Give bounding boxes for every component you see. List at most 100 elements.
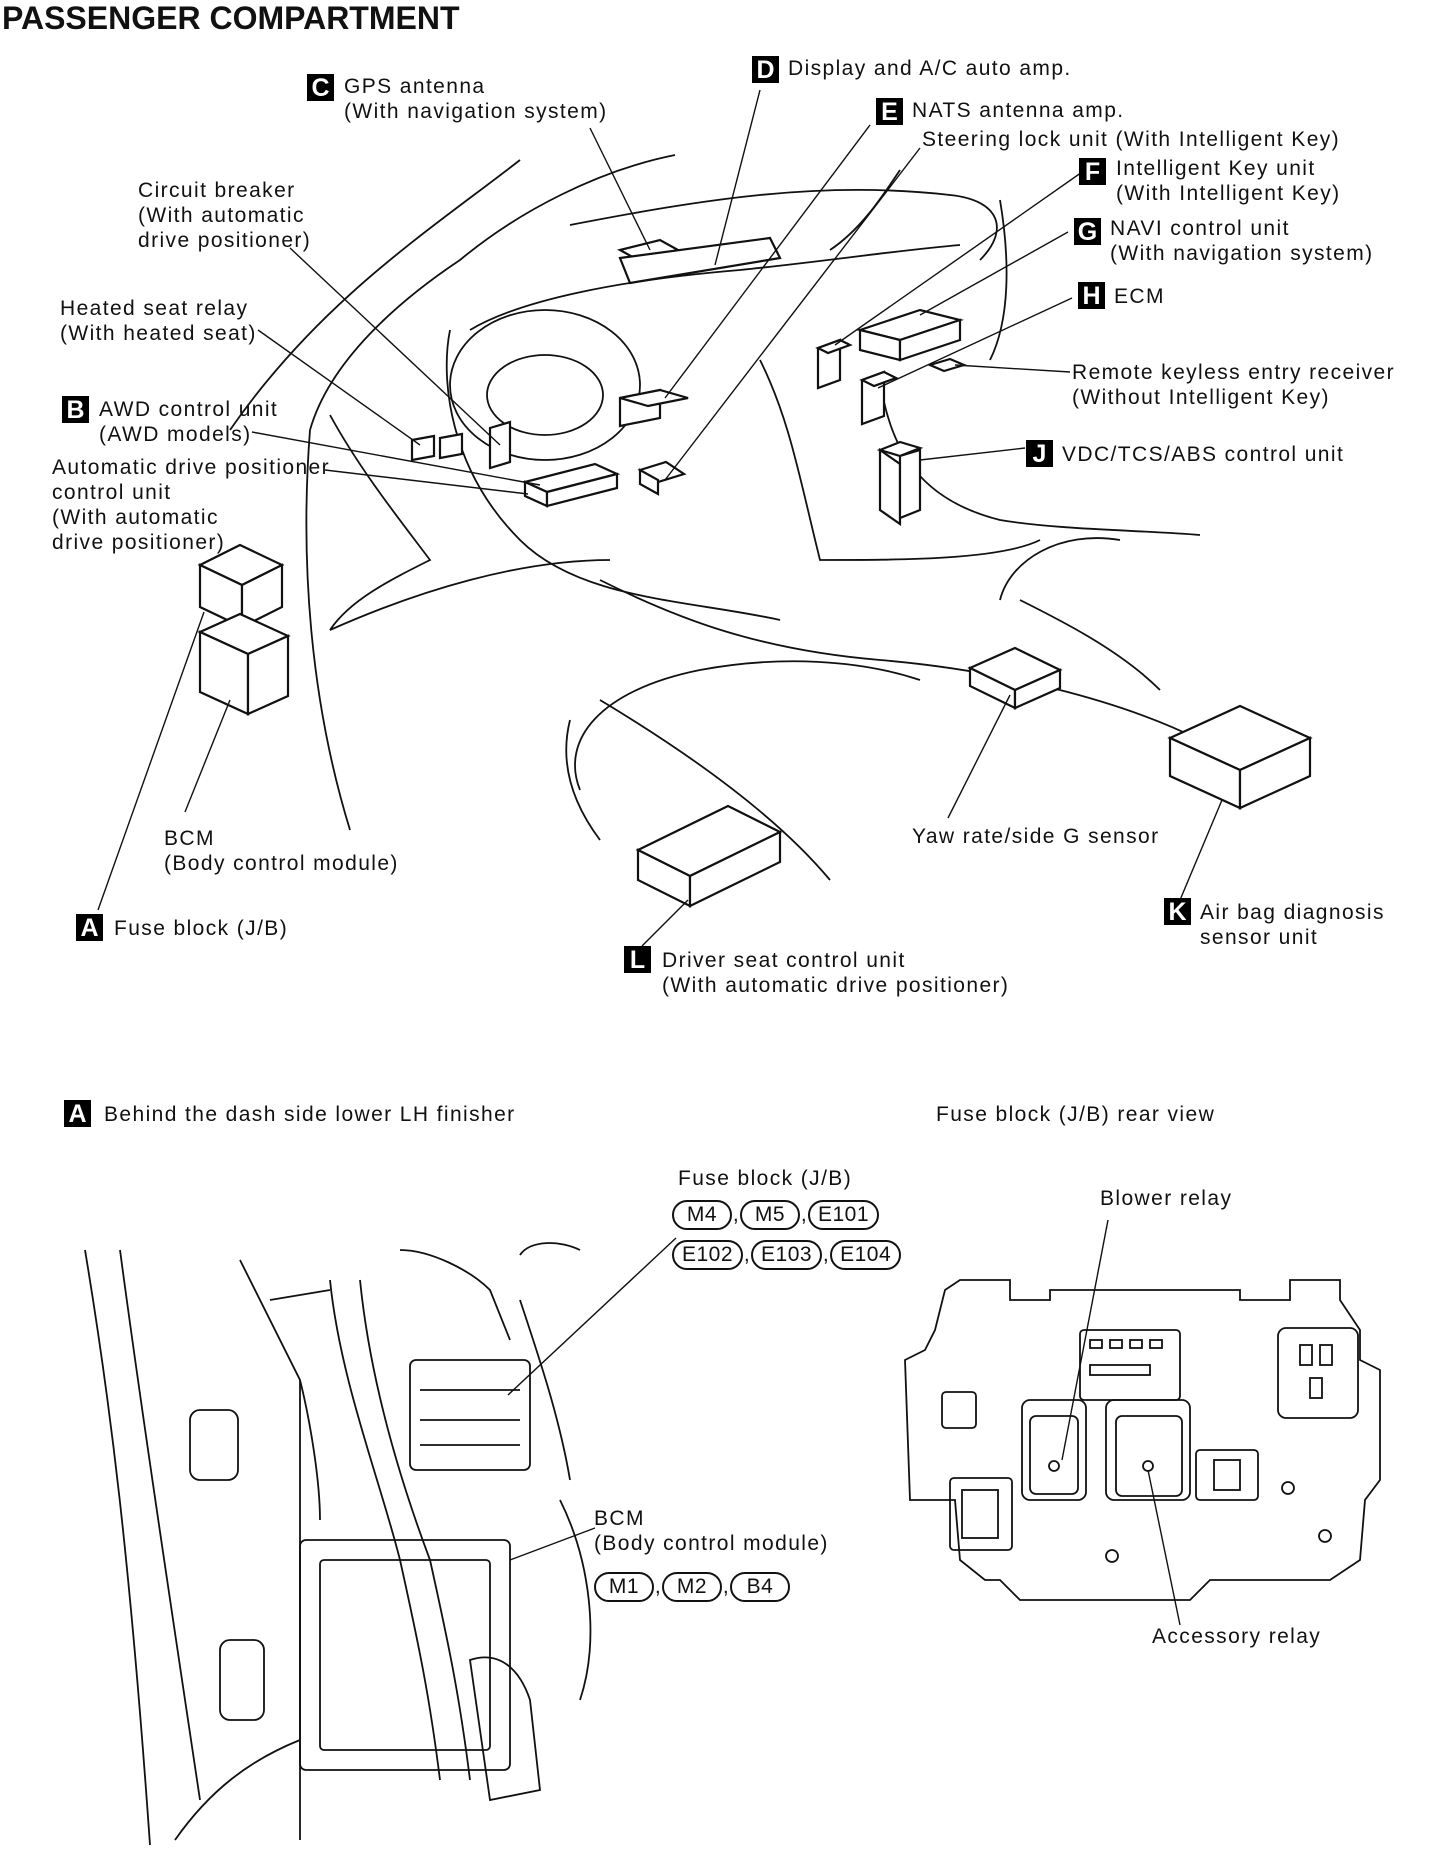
label-remote-keyless: Remote keyless entry receiver (Without I… — [1072, 360, 1395, 410]
steering-lock-box — [637, 460, 687, 496]
label-intelligent-key: Intelligent Key unit (With Intelligent K… — [1116, 156, 1341, 206]
circuit-breaker-line2: (With automatic — [138, 204, 305, 227]
driver-seat-line2: (With automatic drive positioner) — [662, 974, 1010, 997]
bcm-line1: BCM — [164, 827, 215, 850]
fuse-block-box — [197, 543, 285, 629]
label-steering-lock: Steering lock unit (With Intelligent Key… — [922, 127, 1340, 152]
label-yaw-rate: Yaw rate/side G sensor — [912, 824, 1160, 849]
intelligent-key-box — [815, 338, 853, 390]
badge-g: G — [1074, 218, 1101, 246]
gps-antenna-line1: GPS antenna — [344, 75, 486, 98]
awd-line2: (AWD models) — [99, 423, 252, 446]
connector-e103: E103 — [751, 1240, 823, 1270]
label-circuit-breaker: Circuit breaker (With automatic drive po… — [138, 178, 311, 253]
vdc-line1: VDC/TCS/ABS control unit — [1062, 443, 1345, 466]
fuse-connectors-row1: M4,M5,E101 — [672, 1200, 880, 1230]
comma: , — [654, 1575, 662, 1598]
airbag-box — [1167, 704, 1313, 810]
label-gps-antenna: GPS antenna (With navigation system) — [344, 74, 608, 124]
yaw-rate-line1: Yaw rate/side G sensor — [912, 825, 1160, 848]
connector-e104: E104 — [830, 1240, 902, 1270]
comma: , — [722, 1575, 730, 1598]
awd-box — [521, 462, 621, 508]
intelligent-key-line2: (With Intelligent Key) — [1116, 182, 1341, 205]
label-navi: NAVI control unit (With navigation syste… — [1110, 216, 1374, 266]
ecm-line1: ECM — [1114, 285, 1165, 308]
steering-lock-line1: Steering lock unit (With Intelligent Key… — [922, 128, 1341, 151]
label-display-ac: Display and A/C auto amp. — [788, 56, 1072, 81]
badge-k: K — [1164, 898, 1191, 926]
remote-keyless-line2: (Without Intelligent Key) — [1072, 386, 1330, 409]
comma: , — [822, 1243, 830, 1266]
steering-wheel — [449, 309, 641, 461]
comma: , — [743, 1243, 751, 1266]
badge-c: C — [307, 74, 334, 102]
driver-seat-unit-box — [635, 804, 783, 908]
circuit-breaker-line3: drive positioner) — [138, 229, 312, 252]
badge-d: D — [752, 56, 779, 84]
badge-e: E — [876, 98, 903, 126]
badge-h: H — [1078, 282, 1105, 310]
blower-leader — [1061, 1219, 1109, 1461]
circuit-breaker-line1: Circuit breaker — [138, 179, 296, 202]
fuse-block-rear-view — [904, 1279, 1381, 1601]
badge-j: J — [1026, 440, 1053, 468]
bcm-box — [197, 612, 291, 716]
awd-line1: AWD control unit — [99, 398, 279, 421]
bcm-line2: (Body control module) — [164, 852, 399, 875]
vdc-box — [876, 440, 924, 527]
label-nats: NATS antenna amp. — [912, 98, 1125, 123]
badge-l: L — [624, 946, 651, 974]
intelligent-key-line1: Intelligent Key unit — [1116, 157, 1316, 180]
label-bcm: BCM (Body control module) — [164, 826, 399, 876]
badge-a-detail: A — [64, 1100, 91, 1128]
bcm-detail-line1: BCM — [594, 1507, 645, 1530]
bcm-connectors: M1,M2,B4 — [594, 1572, 790, 1602]
bcm-leader — [509, 1527, 596, 1561]
fuse-block-detail-label: Fuse block (J/B) — [678, 1167, 853, 1190]
detail-left-drawing — [84, 1242, 592, 1846]
accessory-leader — [1147, 1469, 1181, 1626]
connector-m4: M4 — [672, 1200, 732, 1230]
adp-line2: control unit — [52, 481, 172, 504]
yaw-rate-box — [967, 646, 1063, 710]
label-vdc: VDC/TCS/ABS control unit — [1062, 442, 1344, 467]
comma: , — [732, 1203, 740, 1226]
detail-left-caption: Behind the dash side lower LH finisher — [104, 1103, 516, 1126]
display-ac-line1: Display and A/C auto amp. — [788, 57, 1072, 80]
heated-seat-line2: (With heated seat) — [60, 322, 257, 345]
dash-outline — [229, 159, 521, 431]
badge-a: A — [76, 914, 103, 942]
bcm-detail-line2: (Body control module) — [594, 1532, 829, 1555]
airbag-line2: sensor unit — [1200, 926, 1319, 949]
remote-keyless-line1: Remote keyless entry receiver — [1072, 361, 1396, 384]
airbag-line1: Air bag diagnosis — [1200, 901, 1385, 924]
label-airbag: Air bag diagnosis sensor unit — [1200, 900, 1385, 950]
navi-line1: NAVI control unit — [1110, 217, 1290, 240]
bcm-detail-label: BCM (Body control module) — [594, 1506, 829, 1556]
page-title: PASSENGER COMPARTMENT — [2, 0, 460, 36]
fuse-block-line1: Fuse block (J/B) — [114, 917, 289, 940]
heated-seat-line1: Heated seat relay — [60, 297, 249, 320]
driver-seat-line1: Driver seat control unit — [662, 949, 906, 972]
detail-right-caption: Fuse block (J/B) rear view — [936, 1103, 1216, 1126]
nats-box — [618, 388, 689, 428]
label-heated-seat: Heated seat relay (With heated seat) — [60, 296, 257, 346]
connector-m1: M1 — [594, 1572, 654, 1602]
gps-antenna-line2: (With navigation system) — [344, 100, 608, 123]
label-driver-seat: Driver seat control unit (With automatic… — [662, 948, 1009, 998]
adp-line3: (With automatic — [52, 506, 219, 529]
heated-seat-relay-box — [410, 432, 464, 462]
connector-m2: M2 — [662, 1572, 722, 1602]
nats-line1: NATS antenna amp. — [912, 99, 1125, 122]
fuse-leader — [507, 1237, 677, 1396]
adp-line4: drive positioner) — [52, 531, 226, 554]
connector-e102: E102 — [672, 1240, 744, 1270]
badge-f: F — [1079, 158, 1106, 186]
accessory-relay-label: Accessory relay — [1152, 1625, 1322, 1648]
navi-box — [859, 370, 899, 426]
badge-b: B — [62, 396, 89, 424]
connector-e101: E101 — [808, 1200, 880, 1230]
